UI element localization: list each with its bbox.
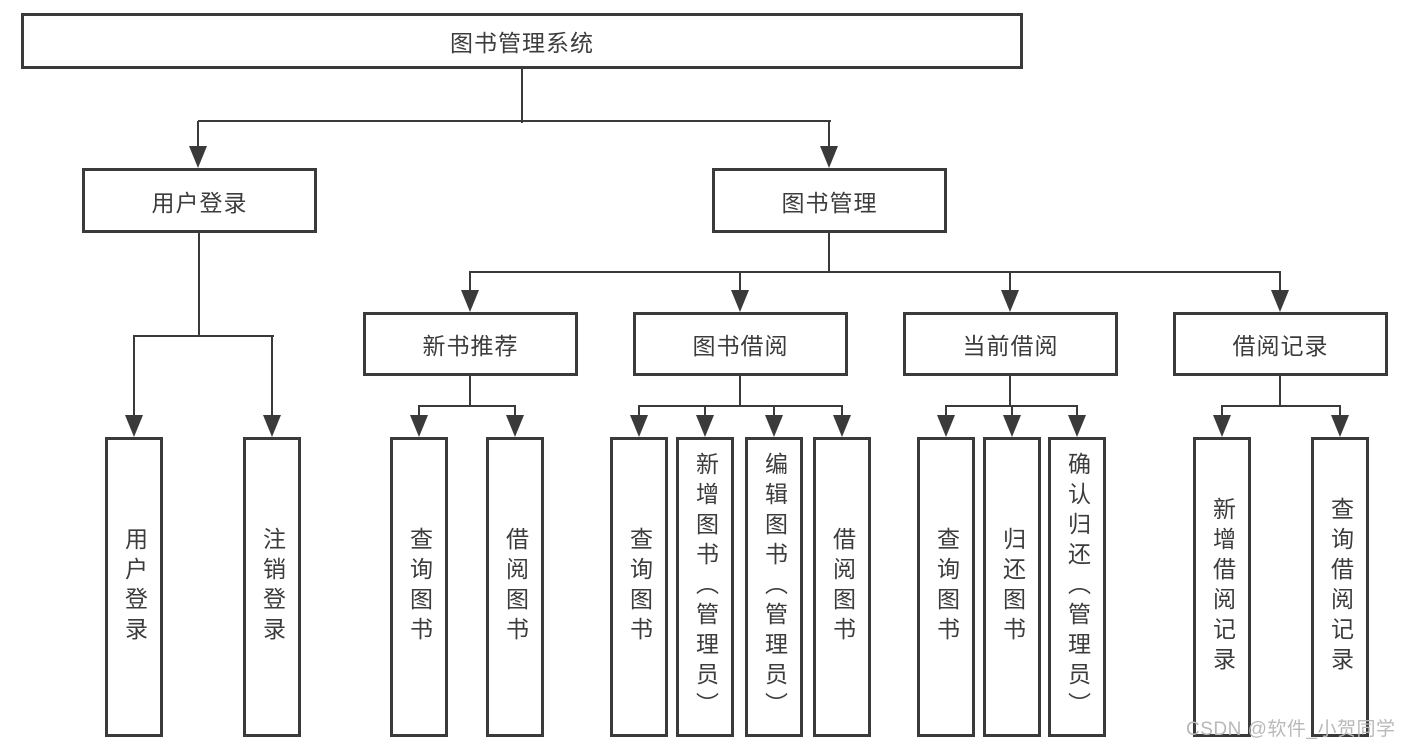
arrow-down-icon: [765, 415, 783, 437]
leaf-node-query-books-recommend: 查询图书: [390, 437, 448, 737]
connector-stem-borrow-record: [1278, 375, 1282, 407]
connector-drop-leaf: [1075, 406, 1079, 417]
connector-rail-book-borrow: [637, 404, 844, 408]
leaf-node-edit-books-admin: 编辑图书（管理员）: [745, 437, 803, 737]
connector-drop-leaf: [944, 406, 948, 417]
arrow-down-icon: [833, 415, 851, 437]
connector-stem-book-borrow: [738, 375, 742, 407]
connector-drop-leaf: [637, 406, 641, 417]
arrow-down-icon: [1331, 415, 1349, 437]
group-node-book-borrowing: 图书借阅: [633, 312, 848, 376]
connector-drop-book-borrow: [738, 272, 742, 292]
branch-node-book-management: 图书管理: [712, 168, 947, 233]
leaf-node-query-books-borrowing: 查询图书: [610, 437, 668, 737]
connector-rail-level3: [468, 270, 1282, 274]
arrow-down-icon: [506, 415, 524, 437]
connector-drop-leaf: [772, 406, 776, 417]
connector-stem-current-borrow: [1008, 375, 1012, 407]
connector-drop-leaf: [1338, 406, 1342, 417]
arrow-down-icon: [189, 146, 207, 168]
connector-rail-new-book: [417, 404, 517, 408]
connector-stem-book-management: [827, 232, 831, 273]
group-node-new-book-recommend: 新书推荐: [363, 312, 578, 376]
arrow-down-icon: [1068, 415, 1086, 437]
connector-drop-leaf: [1010, 406, 1014, 417]
connector-stem-user-login: [197, 233, 201, 337]
connector-drop-leaf: [417, 406, 421, 417]
connector-drop-leaf: [1220, 406, 1224, 417]
group-node-current-borrowing: 当前借阅: [903, 312, 1118, 376]
csdn-watermark: CSDN @软件_小贺同学: [1186, 719, 1396, 740]
leaf-node-logout: 注销登录: [243, 437, 301, 737]
connector-drop-book-management: [827, 121, 831, 148]
leaf-node-query-borrow-record: 查询借阅记录: [1311, 437, 1369, 737]
leaf-node-add-borrow-record: 新增借阅记录: [1193, 437, 1251, 737]
connector-drop-new-book: [468, 272, 472, 292]
connector-drop-leaf: [703, 406, 707, 417]
leaf-node-confirm-return-admin: 确认归还（管理员）: [1048, 437, 1106, 737]
connector-rail-borrow-record: [1220, 404, 1342, 408]
connector-stem-new-book: [468, 375, 472, 407]
connector-drop-user-login: [196, 121, 200, 148]
root-node-library-management-system: 图书管理系统: [21, 13, 1023, 69]
leaf-node-add-books-admin: 新增图书（管理员）: [676, 437, 734, 737]
connector-drop-leaf: [840, 406, 844, 417]
arrow-down-icon: [125, 415, 143, 437]
arrow-down-icon: [1003, 415, 1021, 437]
connector-drop-logout-leaf: [270, 336, 274, 417]
branch-node-user-login: 用户登录: [82, 168, 317, 233]
arrow-down-icon: [410, 415, 428, 437]
arrow-down-icon: [630, 415, 648, 437]
arrow-down-icon: [731, 290, 749, 312]
arrow-down-icon: [820, 146, 838, 168]
leaf-node-user-login: 用户登录: [105, 437, 163, 737]
connector-drop-borrow-record: [1278, 272, 1282, 292]
connector-stem-root: [520, 68, 524, 123]
arrow-down-icon: [1271, 290, 1289, 312]
leaf-node-borrow-books: 借阅图书: [813, 437, 871, 737]
leaf-node-return-books: 归还图书: [983, 437, 1041, 737]
leaf-node-borrow-books-recommend: 借阅图书: [486, 437, 544, 737]
arrow-down-icon: [461, 290, 479, 312]
arrow-down-icon: [937, 415, 955, 437]
connector-drop-leaf: [513, 406, 517, 417]
arrow-down-icon: [696, 415, 714, 437]
connector-drop-current-borrow: [1008, 272, 1012, 292]
arrow-down-icon: [1213, 415, 1231, 437]
connector-rail-level2: [197, 119, 832, 123]
leaf-node-query-books-current: 查询图书: [917, 437, 975, 737]
connector-rail-user-login: [132, 334, 275, 338]
arrow-down-icon: [263, 415, 281, 437]
connector-drop-login-leaf: [132, 336, 136, 417]
group-node-borrowing-records: 借阅记录: [1173, 312, 1388, 376]
arrow-down-icon: [1001, 290, 1019, 312]
